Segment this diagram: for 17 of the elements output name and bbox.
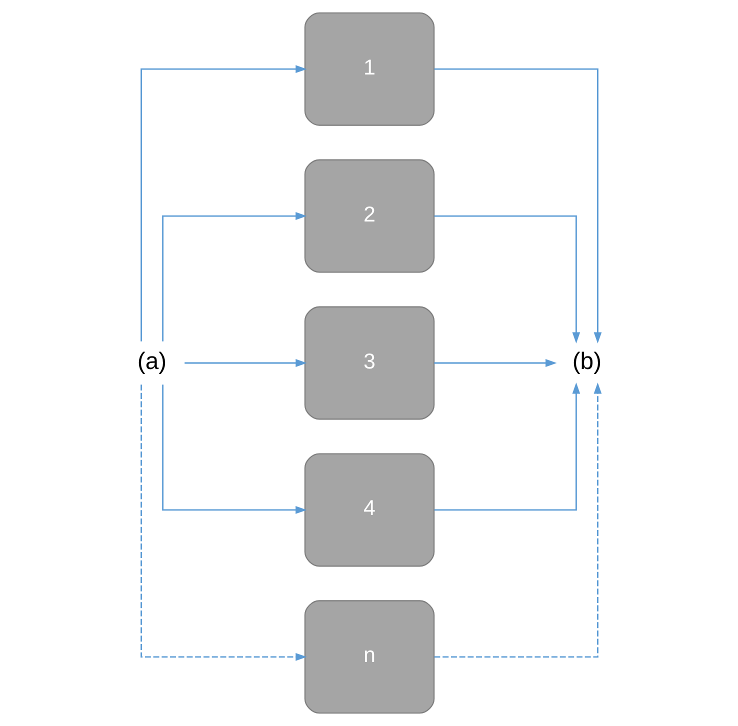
arrow — [434, 215, 580, 344]
node-text: (a) — [136, 348, 166, 375]
arrow — [434, 382, 580, 511]
arrow — [140, 65, 306, 342]
node-box: 4 — [304, 453, 434, 567]
arrow — [184, 359, 306, 367]
node-box: 1 — [304, 12, 434, 126]
node-box: n — [304, 600, 434, 714]
node-box: 3 — [304, 306, 434, 420]
arrow — [140, 384, 306, 661]
arrow — [162, 212, 306, 342]
node-box: 2 — [304, 159, 434, 273]
arrow — [434, 382, 602, 658]
node-text: (b) — [572, 348, 602, 375]
arrow — [434, 68, 602, 344]
arrow — [162, 384, 306, 514]
arrow — [434, 359, 556, 367]
